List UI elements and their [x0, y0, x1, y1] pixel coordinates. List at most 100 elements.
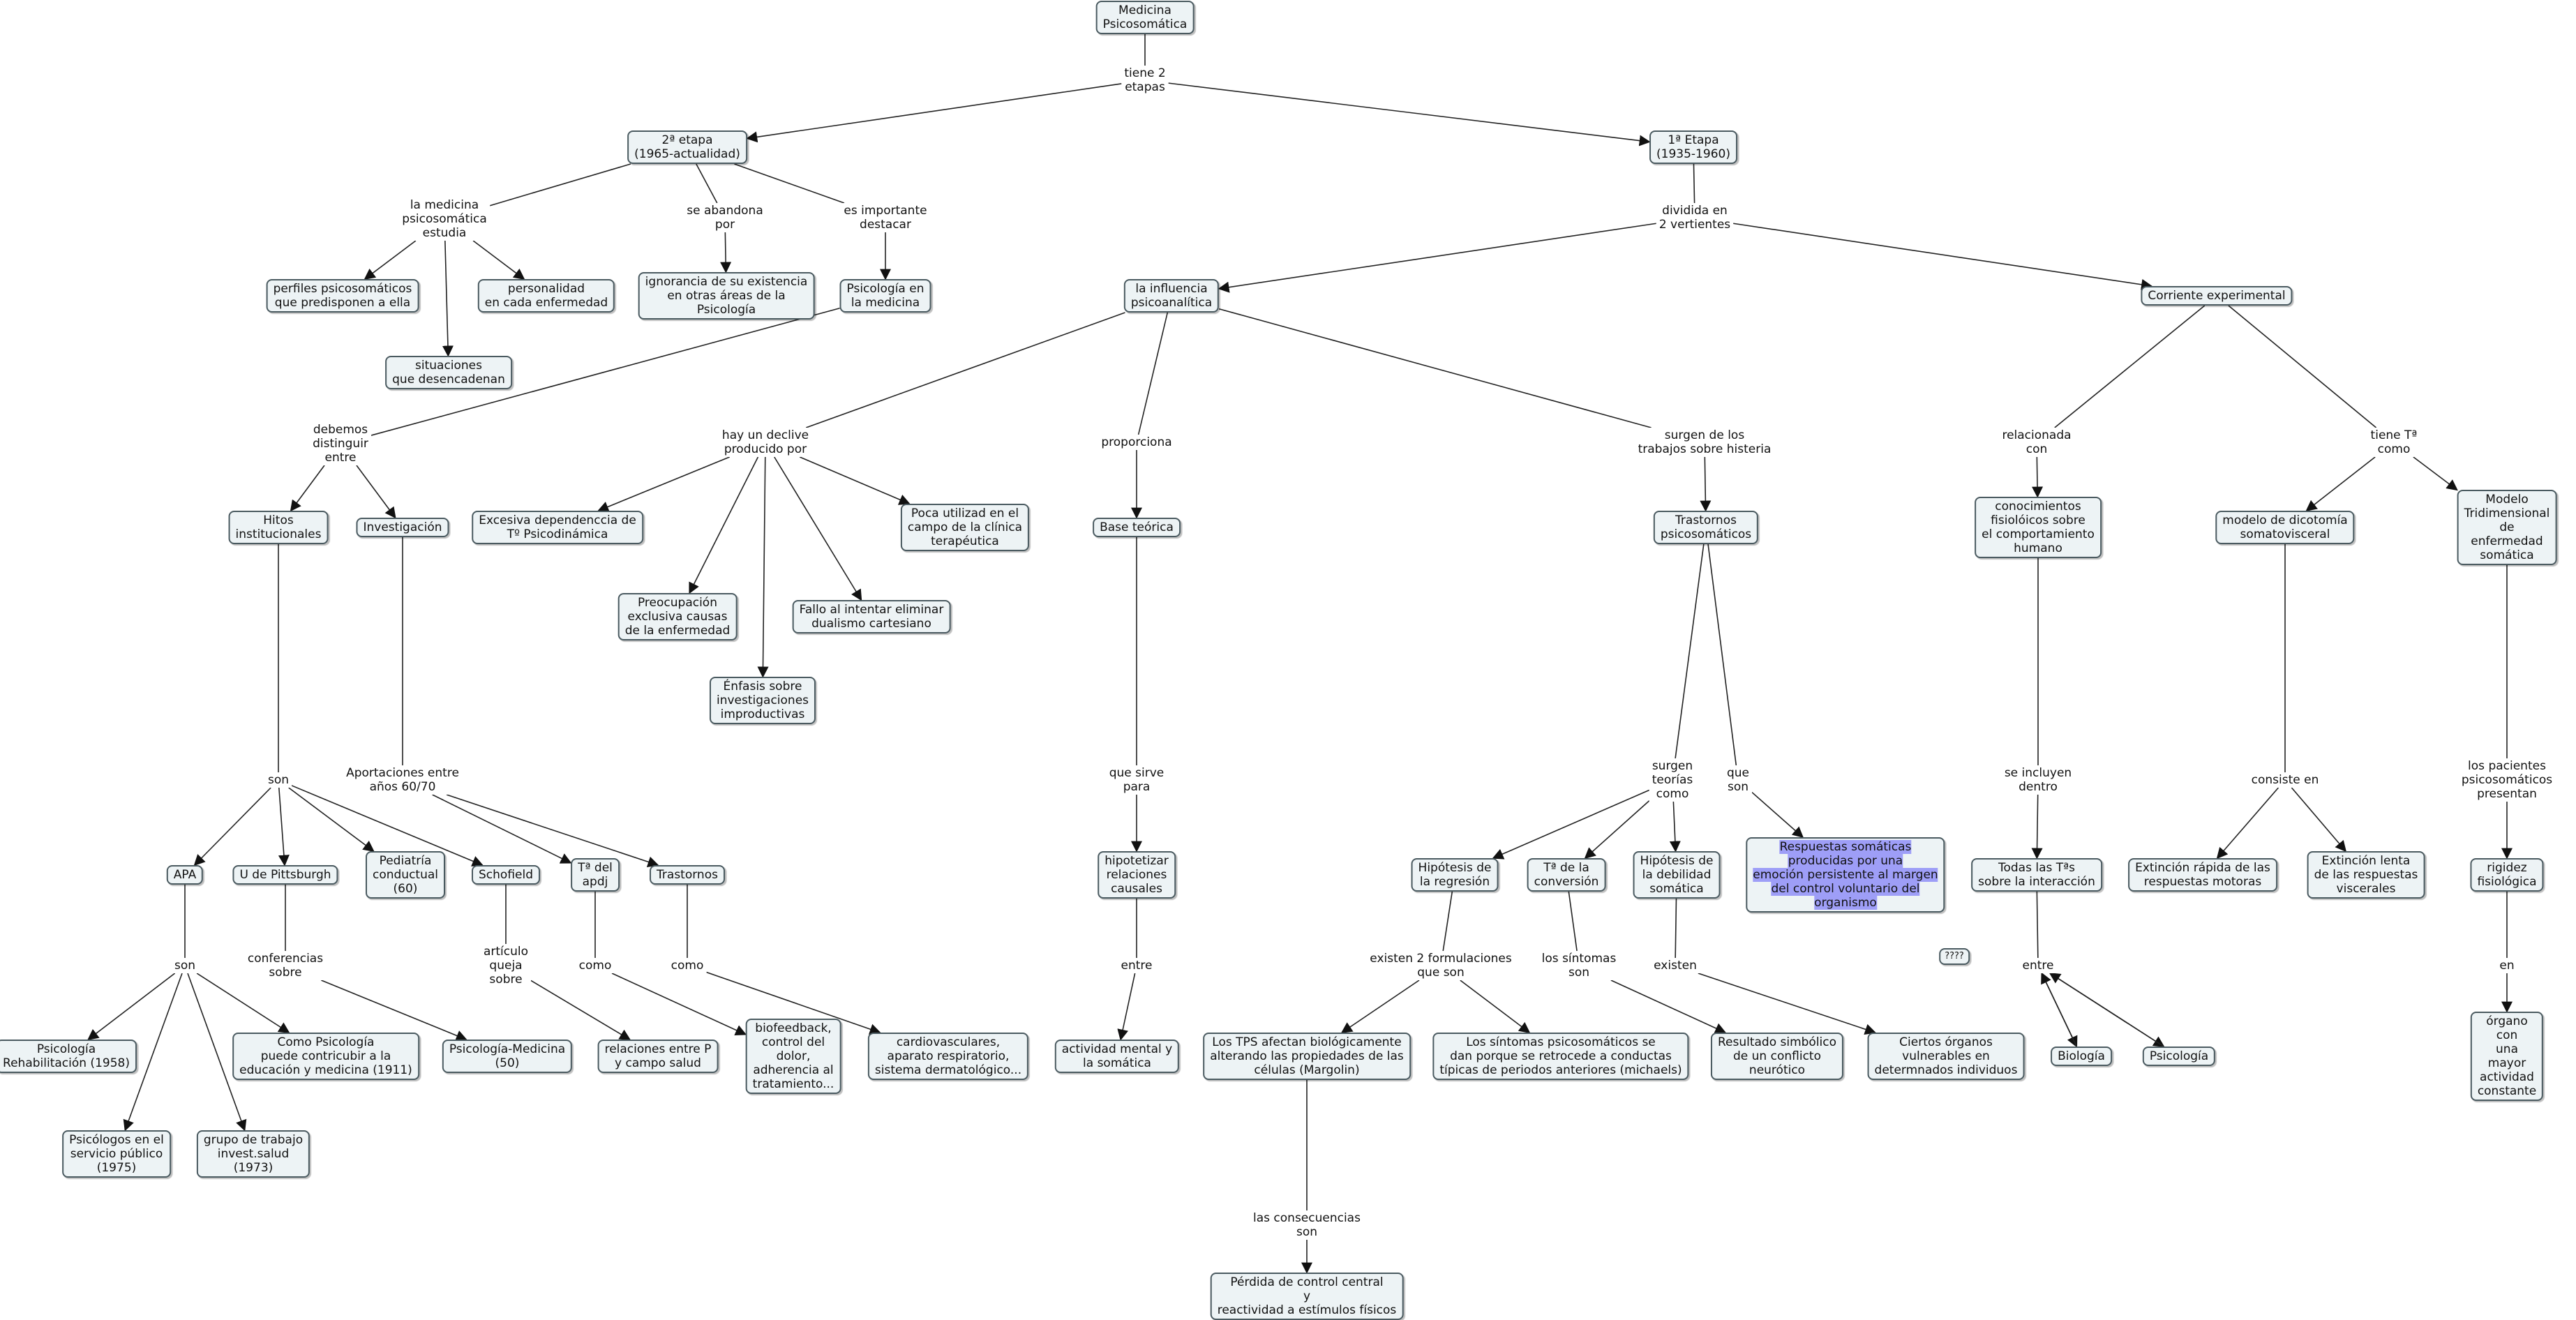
connector-son2-to-rehab [87, 973, 176, 1040]
concept-unknown[interactable]: ???? [1939, 948, 1970, 965]
concept-segunda-etapa[interactable]: 2ª etapa (1965-actualidad) [627, 130, 747, 164]
concept-trastornos[interactable]: Trastornos [650, 865, 725, 885]
concept-como-psicologia[interactable]: Como Psicología puede contricubir a la e… [232, 1033, 419, 1080]
concept-u-pittsburgh[interactable]: U de Pittsburgh [232, 865, 338, 885]
concept-extincion-rapida[interactable]: Extinción rápida de las respuestas motor… [2128, 858, 2277, 892]
connector-dividida-to-influencia [1218, 223, 1656, 293]
connector-articulo-to-relaciones [530, 980, 631, 1040]
concept-medicina-psicosomatica[interactable]: Medicina Psicosomática [1095, 1, 1195, 34]
concept-hipotetizar[interactable]: hipotetizar relaciones causales [1098, 851, 1176, 899]
concept-ciertos-organos[interactable]: Ciertos órganos vulnerables en determnad… [1867, 1033, 2025, 1080]
concept-psicologia-medicina-50[interactable]: Psicología-Medicina (50) [442, 1040, 573, 1073]
connector-declive-to-excesiva [597, 456, 731, 512]
concept-extincion-lenta[interactable]: Extinción lenta de las respuestas viscer… [2307, 851, 2425, 899]
connector-consiste-to-extincion_lenta [2291, 787, 2347, 853]
connector-biologia-to-entre2 [2041, 972, 2078, 1047]
concept-ignorancia[interactable]: ignorancia de su existencia en otras áre… [638, 272, 815, 320]
connector-declive-to-preocupacion [689, 456, 759, 594]
connector-medestudia-to-personalidad [472, 240, 525, 280]
concept-psicologia-rehabilitacion[interactable]: Psicología Rehabilitación (1958) [0, 1040, 137, 1073]
concept-trastornos-psicosomaticos[interactable]: Trastornos psicosomáticos [1653, 511, 1759, 544]
link-articulo-queja-sobre: artículo queja sobre [480, 944, 532, 987]
connector-son1-to-pediatria [288, 787, 375, 852]
connector-e2-to-abandona [696, 163, 718, 204]
connector-son2-to-como_psic [196, 973, 290, 1033]
link-hay-un-declive: hay un declive producido por [719, 428, 812, 457]
connector-declive-to-fallo [774, 456, 862, 601]
concept-fallo-dualismo[interactable]: Fallo al intentar eliminar dualismo cart… [792, 600, 951, 633]
connector-existen-to-ciertos [1698, 973, 1877, 1035]
concept-psicologos-servicio-publico[interactable]: Psicólogos en el servicio público (1975) [62, 1130, 171, 1178]
concept-conocimientos-fisiologicos[interactable]: conocimientos fisiolóicos sobre el compo… [1975, 497, 2102, 558]
concept-modelo-dicotomia[interactable]: modelo de dicotomía somatovisceral [2215, 511, 2355, 544]
concept-hipotesis-debilidad[interactable]: Hipótesis de la debilidad somática [1633, 851, 1721, 899]
concept-investigacion[interactable]: Investigación [356, 518, 449, 537]
connector-aportaciones-to-trastornos [446, 794, 659, 868]
link-proporciona: proporciona [1098, 435, 1175, 450]
connector-son2-to-psicologos [123, 973, 183, 1132]
concept-teoria-conversion[interactable]: Tª de la conversión [1527, 858, 1606, 892]
concept-perdida-control[interactable]: Pérdida de control central y reactividad… [1210, 1273, 1404, 1320]
link-existen-2-formulaciones: existen 2 formulaciones que son [1367, 951, 1515, 980]
concept-perfiles-psicosomaticos[interactable]: perfiles psicosomáticos que predisponen … [266, 279, 419, 313]
connector-son2-to-grupo [187, 973, 247, 1132]
link-existen: existen [1651, 958, 1700, 973]
link-como-apdj: como [576, 958, 615, 973]
connector-aportaciones-to-tapdj [432, 794, 572, 864]
concept-psicologia[interactable]: Psicología [2142, 1047, 2216, 1066]
concept-excesiva-dependencia[interactable]: Excesiva dependenccia de Tº Psicodinámic… [472, 511, 643, 544]
concept-poca-utilidad[interactable]: Poca utilizad en el campo de la clínica … [900, 504, 1030, 551]
concept-modelo-tridimensional[interactable]: Modelo Tridimensional de enfermedad somá… [2457, 490, 2557, 565]
link-tiene-2-etapas: tiene 2 etapas [1121, 66, 1169, 95]
concept-teoria-apdj[interactable]: Tª del apdj [571, 858, 620, 892]
concept-sintomas-michaels[interactable]: Los síntomas psicosomáticos se dan porqu… [1432, 1033, 1689, 1080]
concept-hitos-institucionales[interactable]: Hitos institucionales [228, 511, 329, 544]
concept-hipotesis-regresion[interactable]: Hipótesis de la regresión [1411, 858, 1499, 892]
connector-tiene2-to-e2 [746, 83, 1122, 143]
link-son-hitos: son [264, 772, 292, 788]
link-se-abandona-por: se abandona por [684, 203, 766, 232]
concept-actividad-mental[interactable]: actividad mental y la somática [1054, 1040, 1180, 1073]
concept-resultado-simbolico[interactable]: Resultado simbólico de un conflicto neur… [1710, 1033, 1844, 1080]
concept-primera-etapa[interactable]: 1ª Etapa (1935-1960) [1649, 130, 1737, 164]
concept-pediatria-conductual[interactable]: Pediatría conductual (60) [365, 851, 446, 899]
concept-todas-las-teorias[interactable]: Todas las Tªs sobre la interacción [1971, 858, 2102, 892]
concept-apa[interactable]: APA [166, 865, 204, 885]
connector-tiene2-to-e1 [1168, 82, 1651, 147]
connector-surgen_teorias-to-conversion [1584, 800, 1650, 860]
connector-psicologia-to-entre2 [2049, 973, 2164, 1047]
concept-preocupacion[interactable]: Preocupación exclusiva causas de la enfe… [617, 593, 737, 640]
concept-respuestas-somaticas[interactable]: Respuestas somáticas producidas por una … [1746, 837, 1945, 913]
link-debemos-distinguir: debemos distinguir entre [310, 422, 371, 465]
concept-biofeedback[interactable]: biofeedback, control del dolor, adherenc… [745, 1019, 841, 1094]
concept-corriente-experimental[interactable]: Corriente experimental [2141, 286, 2293, 306]
concept-enfasis[interactable]: Énfasis sobre investigaciones improducti… [709, 677, 816, 724]
link-las-consecuencias-son: las consecuencias son [1250, 1210, 1363, 1240]
concept-grupo-trabajo[interactable]: grupo de trabajo invest.salud (1973) [196, 1130, 310, 1178]
link-entre-hipotetizar: entre [1118, 958, 1155, 973]
concept-rigidez-fisiologica[interactable]: rigidez fisiológica [2470, 858, 2544, 892]
concept-influencia-psicoanalitica[interactable]: la influencia psicoanalítica [1123, 279, 1220, 313]
connector-son1-to-pittsburgh [278, 787, 290, 867]
connector-surgen_teorias-to-regresion [1492, 789, 1650, 860]
concept-tps-margolin[interactable]: Los TPS afectan biológicamente alterando… [1203, 1033, 1411, 1080]
concept-biologia[interactable]: Biología [2051, 1047, 2112, 1066]
concept-organo-mayor-actividad[interactable]: órgano con una mayor actividad constante [2470, 1012, 2544, 1101]
link-relacionada-con: relacionada con [1999, 428, 2074, 457]
link-los-pacientes-presentan: los pacientes psicosomáticos presentan [2458, 758, 2556, 802]
concept-base-teorica[interactable]: Base teórica [1093, 518, 1181, 537]
connector-queson-to-respuestas [1751, 792, 1804, 839]
concept-situaciones[interactable]: situaciones que desencadenan [385, 356, 512, 389]
connector-como1-to-biofeedback [611, 973, 747, 1036]
concept-cardiovasculares[interactable]: cardiovasculares, aparato respiratorio, … [867, 1033, 1029, 1080]
link-dividida-en: dividida en 2 vertientes [1656, 203, 1734, 232]
connector-influencia-to-proporciona [1137, 312, 1169, 435]
concept-psicologia-en-medicina[interactable]: Psicología en la medicina [839, 279, 931, 313]
link-es-importante-destacar: es importante destacar [841, 203, 930, 232]
concept-schofield[interactable]: Schofield [472, 865, 540, 885]
concept-personalidad[interactable]: personalidad en cada enfermedad [477, 279, 615, 313]
concept-relaciones-p-salud[interactable]: relaciones entre P y campo salud [597, 1040, 719, 1073]
connector-como2-to-cardio [706, 971, 881, 1035]
connector-trastornos_ps-to-queson [1707, 543, 1737, 766]
